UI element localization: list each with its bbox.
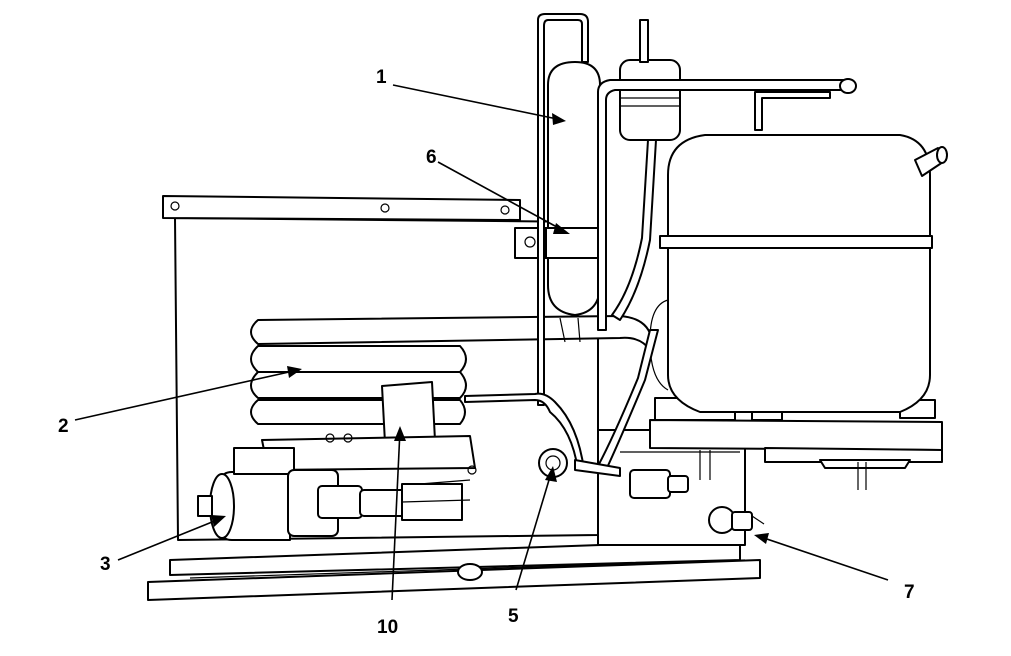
callout-3: 3 <box>100 515 226 575</box>
coil-bracket <box>261 381 477 475</box>
base-plate <box>147 544 761 601</box>
callout-2-label: 2 <box>58 416 69 437</box>
service-fittings <box>538 448 765 534</box>
refrigerant-piping <box>464 13 857 477</box>
callout-7-label: 7 <box>904 582 915 603</box>
receiver-drier <box>545 19 681 316</box>
compressor <box>649 134 948 413</box>
callout-7: 7 <box>754 533 915 603</box>
callout-3-label: 3 <box>100 554 111 575</box>
callout-5-label: 5 <box>508 606 519 627</box>
callout-1-label: 1 <box>376 67 387 88</box>
callout-5: 5 <box>508 466 557 627</box>
callout-10: 10 <box>377 426 406 638</box>
callout-1: 1 <box>376 67 566 125</box>
callout-2: 2 <box>58 366 302 437</box>
callout-6-label: 6 <box>426 147 437 168</box>
callout-10-label: 10 <box>377 617 398 638</box>
callout-6: 6 <box>426 147 570 234</box>
